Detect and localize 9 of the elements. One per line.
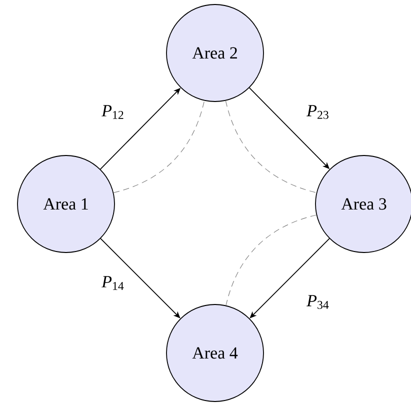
edge-label: P$_{34}$ <box>306 295 329 309</box>
dashed-curve <box>226 214 317 306</box>
dashed-curve <box>225 100 317 193</box>
arrow <box>100 238 180 318</box>
edge-label: P$_{23}$ <box>306 105 328 119</box>
edge-label: P$_{14}$ <box>102 276 124 290</box>
dashed-curve <box>113 100 205 193</box>
edge-label: P$_{12}$ <box>102 105 124 119</box>
arrow <box>250 238 330 318</box>
